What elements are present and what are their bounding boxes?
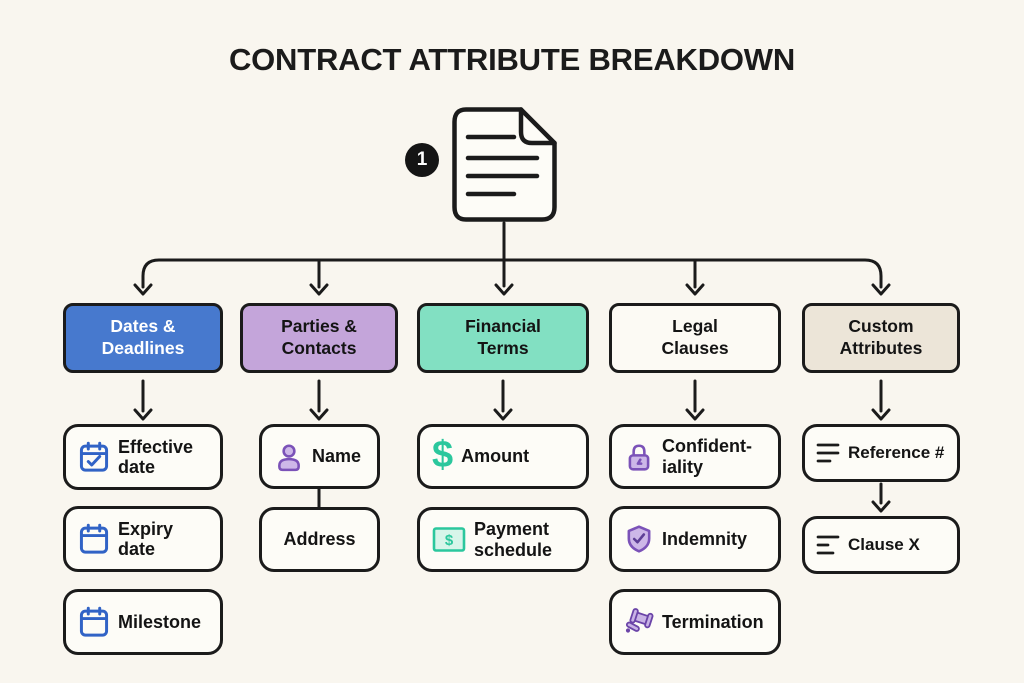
arrowhead [871, 408, 891, 421]
document-icon [452, 107, 557, 222]
page-title: CONTRACT ATTRIBUTE BREAKDOWN [228, 42, 796, 77]
attr-name: Name [259, 424, 380, 489]
person-icon [274, 442, 304, 472]
calendar-icon [78, 606, 110, 638]
arrowhead [494, 283, 514, 296]
arrowhead [309, 283, 329, 296]
list-icon [814, 531, 842, 559]
arrowhead [685, 408, 705, 421]
attr-clause-x: Clause X [802, 516, 960, 574]
calendar-icon [78, 523, 110, 555]
branch-bracket [141, 258, 883, 289]
category-parties-contacts: Parties & Contacts [240, 303, 398, 373]
attr-amount: $ Amount [417, 424, 589, 489]
attr-reference-number: Reference # [802, 424, 960, 482]
attr-label: Indemnity [662, 528, 748, 549]
arrowhead [133, 408, 153, 421]
category-label: Legal Clauses [661, 316, 729, 358]
shield-check-icon [624, 524, 654, 554]
dollar-icon: $ [432, 433, 454, 476]
attr-label: Clause X [848, 535, 920, 555]
attr-label: Reference # [848, 443, 945, 463]
category-dates-deadlines: Dates & Deadlines [63, 303, 223, 373]
attr-label: Name [312, 446, 362, 467]
attr-label: Milestone [118, 611, 202, 632]
banknote-icon: $ [432, 526, 466, 553]
category-custom-attributes: Custom Attributes [802, 303, 960, 373]
attr-label: Effective date [118, 436, 194, 477]
attr-label: Address [283, 529, 356, 550]
attr-effective-date: Effective date [63, 424, 223, 490]
category-label: Custom Attributes [839, 316, 923, 358]
arrowhead [871, 500, 891, 513]
attr-termination: Termination [609, 589, 781, 655]
category-label: Parties & Contacts [281, 316, 357, 358]
attr-indemnity: Indemnity [609, 506, 781, 572]
category-legal-clauses: Legal Clauses [609, 303, 781, 373]
attr-confidentiality: Confident- iality [609, 424, 781, 489]
arrowhead [493, 408, 513, 421]
arrowhead [685, 283, 705, 296]
svg-text:$: $ [445, 532, 454, 549]
attr-label: Expiry date [118, 518, 174, 559]
padlock-icon [624, 442, 654, 472]
attr-label: Confident- iality [662, 436, 752, 477]
calendar-check-icon [78, 441, 110, 473]
category-label: Dates & Deadlines [101, 316, 185, 358]
arrowhead [309, 408, 329, 421]
gavel-icon [624, 607, 654, 637]
category-label: Financial Terms [465, 316, 541, 358]
list-icon [814, 439, 842, 467]
attr-payment-schedule: $ Payment schedule [417, 507, 589, 572]
attr-address: Address [259, 507, 380, 572]
attr-label: Payment schedule [474, 519, 553, 560]
attr-milestone: Milestone [63, 589, 223, 655]
attr-label: Termination [662, 611, 764, 632]
category-financial-terms: Financial Terms [417, 303, 589, 373]
arrowhead [133, 283, 153, 296]
attr-label: Amount [461, 446, 530, 467]
attr-expiry-date: Expiry date [63, 506, 223, 572]
step-badge: 1 [405, 143, 439, 177]
arrowhead [871, 283, 891, 296]
